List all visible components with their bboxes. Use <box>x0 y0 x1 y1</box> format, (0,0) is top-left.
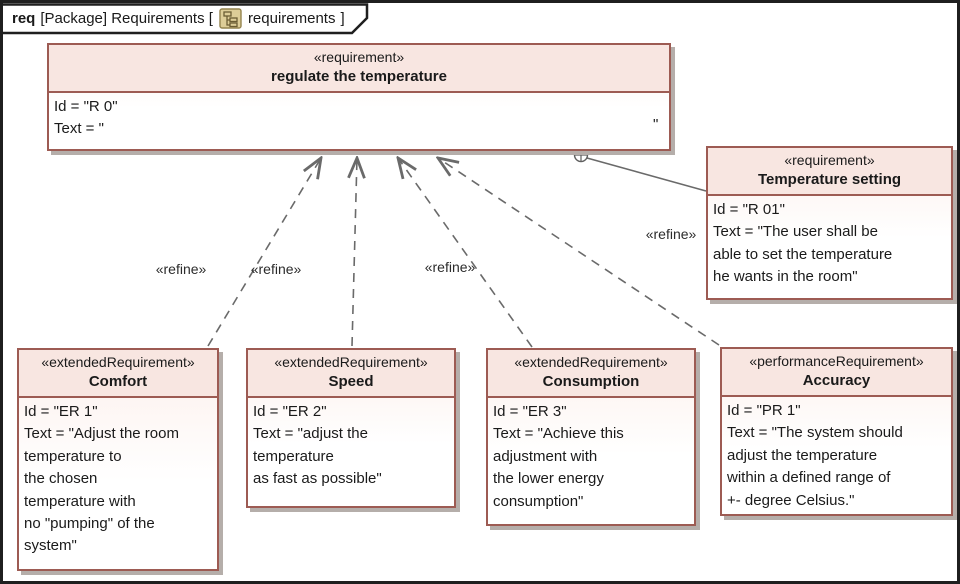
box-body: Id = "ER 1" Text = "Adjust the room temper… <box>19 398 217 561</box>
body-line: temperature to <box>24 447 122 465</box>
box-body: Id = "PR 1" Text = "The system should adju… <box>722 397 951 515</box>
closing-quote: " <box>653 116 659 133</box>
containment-edge-temperature-setting[interactable] <box>586 157 707 192</box>
body-line: +- degree Celsius." <box>727 491 855 509</box>
diagram-kind-label: req <box>12 10 36 27</box>
box-body: Id = "R 01" Text = "The user shall be able… <box>708 196 951 292</box>
refine-edge-comfort[interactable] <box>207 158 321 347</box>
requirement-name: Speed <box>328 373 374 390</box>
body-line: the chosen <box>24 470 98 488</box>
box-header: «requirement» regulate the temperature <box>49 45 669 93</box>
body-line: he wants in the room" <box>713 268 858 286</box>
requirement-box-consumption[interactable]: «extendedRequirement» Consumption Id = "… <box>486 348 696 526</box>
body-line: Id = "R 01" <box>713 201 785 218</box>
requirement-name: Accuracy <box>802 372 871 389</box>
requirement-box-temperature-setting[interactable]: «requirement» Temperature setting Id = "… <box>706 146 953 300</box>
box-header: «extendedRequirement» Consumption <box>488 350 694 398</box>
body-line: able to set the temperature <box>713 245 893 263</box>
body-line: Text = "adjust the <box>253 425 368 443</box>
body-line: Text = "Achieve this <box>493 425 624 443</box>
box-body: Id = "ER 3" Text = "Achieve this adjustmen… <box>488 398 694 516</box>
refine-label-consumption: «refine» <box>424 259 476 275</box>
box-body: Id = "ER 2" Text = "adjust the temperature… <box>248 398 454 494</box>
body-line: Id = "ER 2" <box>253 403 327 420</box>
box-header: «performanceRequirement» Accuracy <box>722 349 951 397</box>
body-line: within a defined range of <box>727 469 891 487</box>
redacted-text-area <box>109 118 653 144</box>
requirement-box-comfort[interactable]: «extendedRequirement» Comfort Id = "ER 1… <box>17 348 219 571</box>
diagram-context-label: [Package] Requirements [ <box>40 10 213 27</box>
stereotype-label: «requirement» <box>313 49 405 65</box>
connector-layer <box>207 147 720 348</box>
refine-edge-consumption[interactable] <box>398 158 533 348</box>
refine-edge-accuracy[interactable] <box>438 158 720 346</box>
text-line: Text = " <box>54 120 104 138</box>
requirements-diagram-icon <box>219 8 242 29</box>
requirement-name: Comfort <box>88 373 148 390</box>
refine-label-accuracy: «refine» <box>645 226 697 242</box>
requirement-name: Temperature setting <box>757 171 902 188</box>
body-line: Id = "ER 3" <box>493 403 567 420</box>
requirement-box-speed[interactable]: «extendedRequirement» Speed Id = "ER 2" T… <box>246 348 456 508</box>
body-line: Text = "The system should <box>727 424 903 442</box>
body-line: Id = "ER 1" <box>24 403 98 420</box>
box-header: «requirement» Temperature setting <box>708 148 951 196</box>
body-line: Text = "Adjust the room <box>24 425 179 443</box>
requirement-box-regulate-the-temperature[interactable]: «requirement» regulate the temperature I… <box>47 43 671 151</box>
body-line: Text = "The user shall be <box>713 223 878 241</box>
stereotype-label: «extendedRequirement» <box>514 354 668 370</box>
stereotype-label: «performanceRequirement» <box>749 353 924 369</box>
id-line: Id = "R 0" <box>54 98 118 115</box>
body-line: temperature <box>253 447 334 465</box>
body-line: adjust the temperature <box>727 446 878 464</box>
body-line: no "pumping" of the <box>24 515 155 533</box>
box-body: Id = "R 0" Text = " " <box>49 93 669 144</box>
refine-edge-speed[interactable] <box>352 158 357 347</box>
refine-label-comfort: «refine» <box>155 261 207 277</box>
diagram-bracket-close: ] <box>340 10 345 27</box>
body-line: Id = "PR 1" <box>727 402 801 419</box>
body-line: adjustment with <box>493 447 598 465</box>
requirement-box-accuracy[interactable]: «performanceRequirement» Accuracy Id = "… <box>720 347 953 516</box>
body-line: consumption" <box>493 492 584 510</box>
diagram-tab-shape <box>3 3 369 35</box>
body-line: as fast as possible" <box>253 470 382 488</box>
box-header: «extendedRequirement» Comfort <box>19 350 217 398</box>
stereotype-label: «extendedRequirement» <box>41 354 195 370</box>
requirement-name: Consumption <box>542 373 640 390</box>
diagram-name-label: requirements <box>247 10 336 27</box>
body-line: the lower energy <box>493 470 604 488</box>
requirement-name: regulate the temperature <box>271 68 447 85</box>
body-line: system" <box>24 537 77 555</box>
body-line: temperature with <box>24 492 136 510</box>
box-header: «extendedRequirement» Speed <box>248 350 454 398</box>
stereotype-label: «extendedRequirement» <box>274 354 428 370</box>
refine-label-speed: «refine» <box>250 261 302 277</box>
diagram-tab[interactable]: req [Package] Requirements [ requirement… <box>3 3 383 37</box>
stereotype-label: «requirement» <box>784 152 875 168</box>
